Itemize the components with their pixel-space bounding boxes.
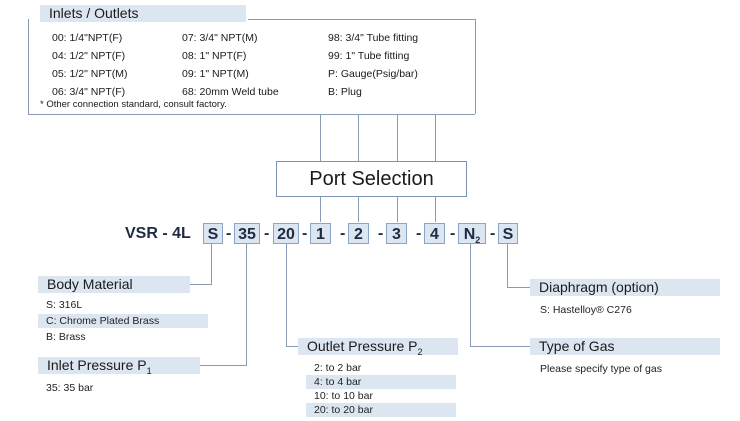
inlets-outlets-note: * Other connection standard, consult fac… <box>40 99 227 110</box>
body-material-title: Body Material <box>38 276 190 293</box>
inlet-code-99: 99: 1" Tube fitting <box>328 50 410 62</box>
inlet-code-04: 04: 1/2" NPT(F) <box>52 50 126 62</box>
inlet-code-06: 06: 3/4" NPT(F) <box>52 86 126 98</box>
code-dash-1: - <box>226 225 232 242</box>
port-4-code-box: 4 <box>424 223 445 244</box>
outlet-pressure-title: Outlet Pressure P2 <box>298 338 458 357</box>
outlet-pressure-20: 20: to 20 bar <box>306 403 456 417</box>
inlet-code-07: 07: 3/4" NPT(M) <box>182 32 258 44</box>
code-dash-6: - <box>416 225 422 242</box>
port-1-code-box: 1 <box>310 223 331 244</box>
inlet-pressure-title-text: Inlet Pressure P <box>47 357 147 373</box>
diaphragm-title: Diaphragm (option) <box>530 279 720 296</box>
code-dash-5: - <box>378 225 384 242</box>
inlet-pressure-35: 35: 35 bar <box>46 382 94 394</box>
port-selection-box: Port Selection <box>276 161 467 197</box>
code-dash-7: - <box>450 225 456 242</box>
outlet-pressure-title-sub: 2 <box>417 346 423 357</box>
inlet-code-b: B: Plug <box>328 86 362 98</box>
inlet-code-p: P: Gauge(Psig/bar) <box>328 68 418 80</box>
diaphragm-s: S: Hastelloy® C276 <box>540 304 632 316</box>
body-material-b: B: Brass <box>46 331 86 343</box>
body-material-s: S: 316L <box>46 299 83 311</box>
port-selection-title: Port Selection <box>309 168 434 190</box>
gas-code-sub: 2 <box>475 235 481 246</box>
inlets-outlets-title: Inlets / Outlets <box>40 5 246 22</box>
port-2-code-box: 2 <box>348 223 369 244</box>
inlet-code-09: 09: 1" NPT(M) <box>182 68 249 80</box>
code-dash-2: - <box>264 225 270 242</box>
outlet-pressure-title-text: Outlet Pressure P <box>307 338 418 354</box>
inlet-code-68: 68: 20mm Weld tube <box>182 86 279 98</box>
outlet-pressure-code-box: 20 <box>273 223 299 244</box>
outlet-pressure-4: 4: to 4 bar <box>306 375 456 389</box>
gas-code-box: N2 <box>458 223 486 246</box>
inlet-pressure-title-sub: 1 <box>146 365 152 376</box>
gas-code: N <box>463 226 476 243</box>
inlet-code-00: 00: 1/4"NPT(F) <box>52 32 123 44</box>
inlet-pressure-title: Inlet Pressure P1 <box>38 357 200 376</box>
type-of-gas-note: Please specify type of gas <box>540 363 662 375</box>
code-dash-8: - <box>490 225 496 242</box>
body-material-c: C: Chrome Plated Brass <box>38 314 208 328</box>
port-3-code-box: 3 <box>386 223 407 244</box>
inlet-pressure-code-box: 35 <box>234 223 260 244</box>
inlet-code-98: 98: 3/4" Tube fitting <box>328 32 419 44</box>
inlet-code-08: 08: 1" NPT(F) <box>182 50 247 62</box>
code-dash-3: - <box>302 225 308 242</box>
code-dash-4: - <box>340 225 346 242</box>
body-material-code-box: S <box>203 223 223 244</box>
type-of-gas-title: Type of Gas <box>530 338 720 355</box>
inlet-code-05: 05: 1/2" NPT(M) <box>52 68 128 80</box>
outlet-pressure-2: 2: to 2 bar <box>314 362 362 374</box>
model-prefix: VSR - 4L <box>125 225 191 242</box>
diaphragm-code-box: S <box>498 223 518 244</box>
outlet-pressure-10: 10: to 10 bar <box>314 390 373 402</box>
